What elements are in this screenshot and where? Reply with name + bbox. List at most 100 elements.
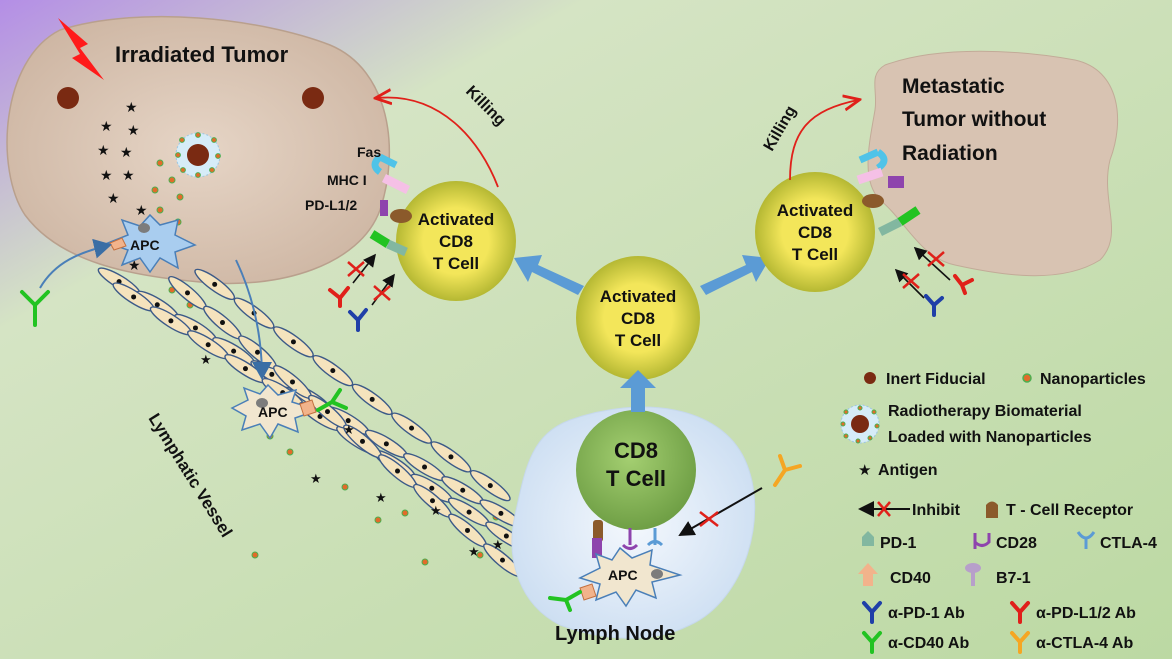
vessel-cell-nucleus xyxy=(212,281,218,287)
legend-ctla4: CTLA-4 xyxy=(1100,535,1157,552)
legend-cd40-icon xyxy=(858,563,878,586)
vessel-cell-nucleus xyxy=(465,527,470,533)
inhibit-group-left xyxy=(328,253,395,332)
legend-ctla4-icon xyxy=(1076,531,1096,549)
svg-text:★: ★ xyxy=(120,145,133,161)
killing-arrow-right xyxy=(789,100,858,181)
vessel-cell-nucleus xyxy=(325,409,330,415)
radiation-lightning-icon xyxy=(58,18,104,80)
svg-text:★: ★ xyxy=(375,491,387,506)
legend-anti-pd1-icon xyxy=(862,601,882,624)
vessel-cell-nucleus xyxy=(503,533,509,539)
vessel-cell-nucleus xyxy=(255,349,260,355)
apc-tumor: APC xyxy=(105,213,197,274)
legend-anti-cd40: α-CD40 Ab xyxy=(888,635,969,652)
vessel-cell-nucleus xyxy=(430,498,435,504)
legend-nanoparticle-icon xyxy=(1022,373,1032,383)
svg-text:★: ★ xyxy=(200,353,212,368)
activated-label-3: T Cell xyxy=(433,254,479,273)
killing-arrow-left xyxy=(377,97,499,188)
metastatic-title-1: Metastatic xyxy=(902,75,1005,98)
activated-label-1: Activated xyxy=(418,210,495,229)
antibody-arrow xyxy=(39,238,112,289)
arrow-left xyxy=(514,255,584,295)
arrow-up xyxy=(620,370,656,412)
inhibit-cross-icon xyxy=(699,511,719,527)
pdl-label: PD-L1/2 xyxy=(305,197,357,213)
vessel-cell-nucleus xyxy=(168,318,174,324)
legend-tcr-icon xyxy=(986,501,998,518)
vessel-cell-nucleus xyxy=(231,348,237,354)
legend-antigen-star-icon: ★ xyxy=(858,461,871,479)
metastatic-title-3: Radiation xyxy=(902,142,998,165)
activated-label-2: CD8 xyxy=(798,223,832,242)
apc-label: APC xyxy=(258,404,288,420)
vessel-cell-nucleus xyxy=(383,441,389,447)
activated-cd8-cell-right xyxy=(755,172,875,292)
legend-cd40: CD40 xyxy=(890,570,931,587)
receptors-left xyxy=(369,153,412,257)
legend-inhibit: Inhibit xyxy=(912,502,961,519)
irradiated-tumor-title: Irradiated Tumor xyxy=(115,42,289,67)
cd8-cell-label-1: CD8 xyxy=(614,438,658,463)
antigen-stars-vessel: ★★★ ★★★ ★ xyxy=(200,353,504,560)
vessel-cell-nucleus xyxy=(429,485,435,491)
vessel-cell-nucleus xyxy=(220,320,225,326)
lymphatic-vessel xyxy=(97,267,528,578)
vessel-cell-nucleus xyxy=(205,342,211,348)
vessel-cell-nucleus xyxy=(466,509,472,515)
vessel-cell-nucleus xyxy=(269,371,275,377)
vessel-cell-nucleus xyxy=(345,418,351,424)
legend-nanoparticles: Nanoparticles xyxy=(1040,371,1146,388)
activated-cd8-cell-left xyxy=(396,181,516,301)
legend-inhibit-cross-icon xyxy=(877,501,891,517)
legend-pd1-icon xyxy=(862,531,874,546)
legend-anti-pdl: α-PD-L1/2 Ab xyxy=(1036,605,1136,622)
arrow-right xyxy=(700,255,770,295)
activated-label-1: Activated xyxy=(777,201,854,220)
vessel-cell-nucleus xyxy=(131,294,137,300)
legend-tcr: T - Cell Receptor xyxy=(1006,502,1133,519)
svg-text:★: ★ xyxy=(97,143,110,159)
svg-text:★: ★ xyxy=(122,168,135,184)
vessel-cell-nucleus xyxy=(369,396,375,402)
inert-fiducial-icon xyxy=(302,87,324,109)
svg-text:★: ★ xyxy=(127,123,140,139)
activated-cd8-cell-center xyxy=(576,256,700,380)
vessel-cell-nucleus xyxy=(330,368,336,374)
svg-text:★: ★ xyxy=(492,538,504,553)
vessel-cell-nucleus xyxy=(460,487,466,493)
activated-label-3: T Cell xyxy=(792,245,838,264)
cd8-t-cell xyxy=(576,410,696,530)
legend-b71: B7-1 xyxy=(996,570,1031,587)
activated-label-3: T Cell xyxy=(615,331,661,350)
legend-fiducial-icon xyxy=(864,372,876,384)
vessel-cell-nucleus xyxy=(448,454,454,460)
apc-label: APC xyxy=(608,567,638,583)
fas-label: Fas xyxy=(357,144,381,160)
legend-cd28: CD28 xyxy=(996,535,1037,552)
svg-text:★: ★ xyxy=(100,119,113,135)
activated-label-2: CD8 xyxy=(439,232,473,251)
apc-label: APC xyxy=(130,237,160,253)
legend-anti-ctla4: α-CTLA-4 Ab xyxy=(1036,635,1133,652)
svg-text:★: ★ xyxy=(100,168,113,184)
svg-text:★: ★ xyxy=(125,100,138,116)
apc-vessel: APC xyxy=(230,383,348,440)
legend-pd1: PD-1 xyxy=(880,535,917,552)
vessel-cell-nucleus xyxy=(192,325,198,331)
vessel-cell-nucleus xyxy=(498,510,504,516)
legend-biomaterial-2: Loaded with Nanoparticles xyxy=(888,429,1092,446)
svg-text:★: ★ xyxy=(107,191,120,207)
svg-text:★: ★ xyxy=(430,504,442,519)
anti-cd40-antibody-icon xyxy=(20,290,50,327)
legend-biomaterial-icon xyxy=(840,404,880,444)
legend-b71-icon xyxy=(965,563,981,586)
activated-label-1: Activated xyxy=(600,287,677,306)
cd8-receptors xyxy=(592,520,664,558)
apc-migration-arrow xyxy=(235,259,272,380)
legend-biomaterial-1: Radiotherapy Biomaterial xyxy=(888,403,1082,420)
legend-antigen: Antigen xyxy=(878,462,938,479)
anti-ctla4-antibody-icon xyxy=(773,454,802,487)
